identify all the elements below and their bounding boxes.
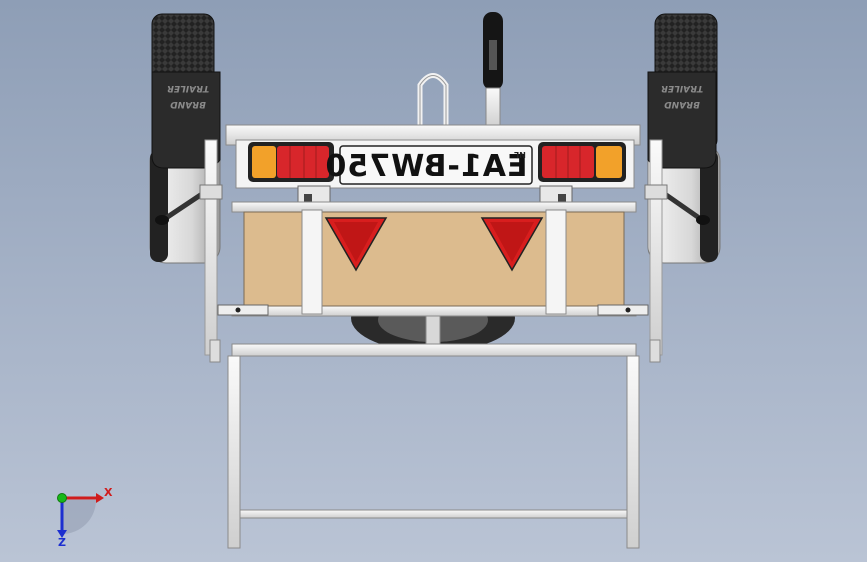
side-latches xyxy=(217,304,649,316)
left-tail-lamp xyxy=(248,142,334,182)
right-wheel-assembly: TRAILER BRAND xyxy=(647,13,721,264)
triad-x-label: X xyxy=(104,486,113,499)
left-mudflap-text-2: BRAND xyxy=(170,99,206,109)
stand-frame xyxy=(209,339,661,549)
jockey-wheel xyxy=(483,12,503,129)
triad-z-label: Z xyxy=(58,536,66,549)
wooden-bed xyxy=(243,209,625,315)
plate-number: EA1-BW750 xyxy=(325,149,528,184)
right-reflector xyxy=(480,217,544,272)
left-wheel-assembly: TRAILER BRAND xyxy=(149,13,221,264)
left-mudguard xyxy=(151,71,221,169)
left-mudflap-text-1: TRAILER xyxy=(167,83,209,93)
handle-hoop xyxy=(417,73,449,125)
tailgate-hinges xyxy=(297,185,573,213)
license-plate: EA1-BW750 NL xyxy=(325,145,533,185)
right-mudflap-text-2: BRAND xyxy=(664,99,700,109)
left-reflector xyxy=(324,217,388,272)
orientation-triad[interactable]: X Z xyxy=(57,486,113,549)
side-posts xyxy=(199,139,668,356)
right-mudflap-text-1: TRAILER xyxy=(661,83,703,93)
plate-country: NL xyxy=(514,150,526,159)
right-tail-lamp xyxy=(538,142,626,182)
bed-frame xyxy=(231,201,637,357)
